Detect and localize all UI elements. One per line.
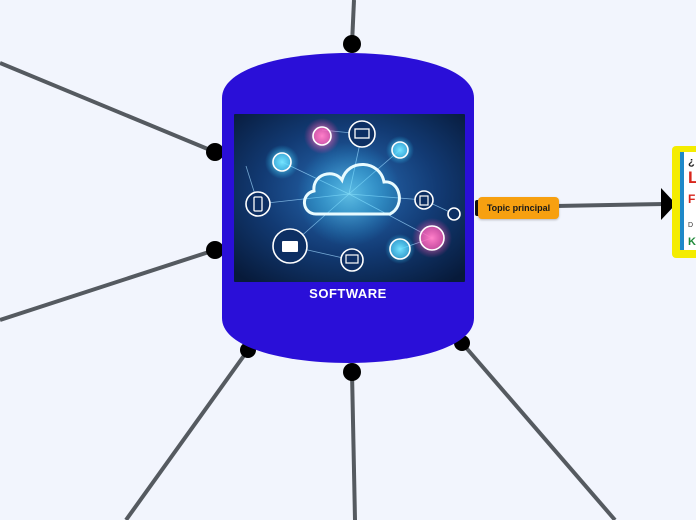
central-topic-node[interactable]: SOFTWARE xyxy=(222,52,474,364)
central-topic-label: SOFTWARE xyxy=(309,286,387,301)
central-topic-image xyxy=(234,114,465,282)
topic-node-handle[interactable] xyxy=(475,200,480,216)
topic-node-label: Topic principal xyxy=(486,203,551,213)
image-card-node[interactable]: ¿ L F D K xyxy=(672,146,696,258)
image-card-thumbnail: ¿ L F D K xyxy=(680,152,696,250)
card-text-line-4: D xyxy=(688,222,694,229)
cloud-network-illustration xyxy=(234,114,465,282)
connector-bottom xyxy=(350,371,357,520)
connector-bottom-right xyxy=(460,341,617,520)
card-text-line-3: F xyxy=(688,192,696,206)
connector-endpoint-bottom[interactable] xyxy=(343,363,361,381)
connector-arrow-head xyxy=(661,188,676,220)
connector-endpoint-top[interactable] xyxy=(343,35,361,53)
connector-endpoint-lower-left[interactable] xyxy=(206,241,224,259)
topic-node[interactable]: Topic principal xyxy=(478,197,559,219)
connector-lower-left xyxy=(0,248,216,322)
connector-bottom-left xyxy=(124,348,250,520)
card-text-line-1: ¿ xyxy=(688,156,695,168)
connector-right xyxy=(555,202,666,208)
card-text-line-2: L xyxy=(688,168,696,187)
card-text-line-5: K xyxy=(688,236,696,248)
connector-endpoint-upper-left[interactable] xyxy=(206,143,224,161)
connector-upper-left xyxy=(0,61,216,154)
